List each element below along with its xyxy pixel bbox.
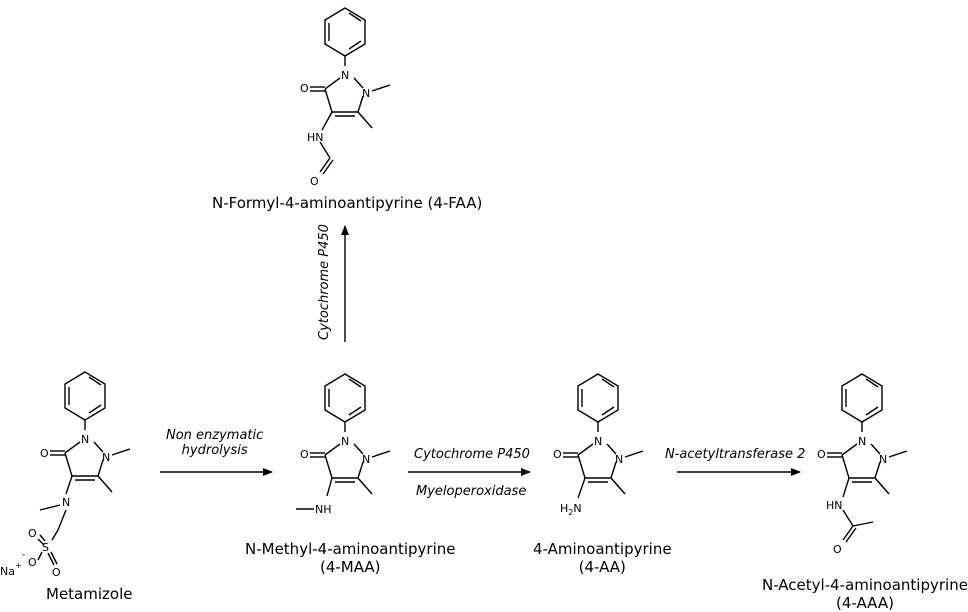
structure-4-faa	[310, 7, 391, 175]
compound-name: N-Formyl-4-aminoantipyrine (4-FAA)	[212, 194, 483, 212]
enzyme-label-myeloperoxidase: Myeloperoxidase	[416, 484, 526, 499]
atom-n: N	[81, 433, 89, 446]
atom-n: N	[362, 453, 370, 466]
charge-minus: -	[22, 550, 25, 560]
atom-n: N	[879, 453, 887, 466]
atom-n: N	[341, 69, 349, 82]
atom-o: O	[300, 448, 309, 461]
charge-plus: +	[15, 561, 22, 570]
enzyme-label-hydrolysis: Non enzymatic hydrolysis	[166, 428, 263, 458]
enzyme-name: Cytochrome P450	[414, 447, 530, 462]
atom-n: N	[341, 435, 349, 448]
atom-nh: NH	[315, 503, 332, 516]
compound-name: 4-Aminoantipyrine	[533, 540, 672, 558]
enzyme-label-formylation: Cytochrome P450	[317, 224, 332, 340]
enzyme-label-nat2: N-acetyltransferase 2	[665, 447, 805, 462]
structure-metamizole	[37, 371, 131, 566]
atom-o: O	[310, 175, 319, 188]
enzyme-label-cyp450: Cytochrome P450	[414, 447, 530, 462]
atom-o: O	[28, 527, 37, 540]
subscript-2: 2	[568, 508, 573, 517]
reaction-line-1: Non enzymatic	[166, 428, 264, 443]
atom-h2n: H2N	[560, 502, 582, 517]
atom-n: N	[362, 87, 370, 100]
compound-label-4-maa: N-Methyl-4-aminoantipyrine (4-MAA)	[245, 540, 455, 576]
atom-n: N	[858, 435, 866, 448]
atom-n: N	[594, 435, 602, 448]
compound-name: N-Acetyl-4-aminoantipyrine	[762, 576, 968, 594]
atom-o: O	[833, 543, 842, 556]
structure-4-aa	[563, 373, 644, 499]
atom-hn: HN	[307, 131, 324, 144]
compound-abbreviation: (4-AAA)	[836, 594, 894, 612]
atom-o: O	[553, 448, 562, 461]
compound-name: Metamizole	[46, 585, 133, 603]
enzyme-name: N-acetyltransferase 2	[665, 447, 806, 462]
atom-h: H	[560, 502, 568, 515]
compound-label-4-aa: 4-Aminoantipyrine (4-AA)	[533, 540, 672, 576]
atom-na: Na	[0, 565, 15, 578]
atom-n: N	[62, 496, 70, 509]
atom-n: N	[615, 453, 623, 466]
compound-abbreviation: (4-AA)	[578, 558, 626, 576]
atom-s: S	[42, 541, 49, 554]
atom-o: O	[28, 556, 37, 569]
structure-4-aaa	[827, 373, 908, 543]
compound-name: N-Methyl-4-aminoantipyrine	[245, 540, 456, 558]
compound-label-4-faa: N-Formyl-4-aminoantipyrine (4-FAA)	[212, 194, 482, 212]
atom-o: O	[40, 447, 49, 460]
enzyme-name: Myeloperoxidase	[416, 484, 527, 499]
compound-abbreviation: (4-MAA)	[319, 558, 381, 576]
atom-n: N	[102, 451, 110, 464]
compound-label-metamizole: Metamizole	[46, 585, 132, 603]
atom-hn: HN	[826, 499, 843, 512]
structure-4-maa	[296, 373, 391, 510]
atom-o: O	[52, 566, 61, 579]
atom-o: O	[300, 82, 309, 95]
reaction-line-2: hydrolysis	[181, 443, 248, 458]
compound-label-4-aaa: N-Acetyl-4-aminoantipyrine (4-AAA)	[762, 576, 968, 612]
atom-o: O	[817, 448, 826, 461]
atom-n: N	[573, 502, 581, 515]
